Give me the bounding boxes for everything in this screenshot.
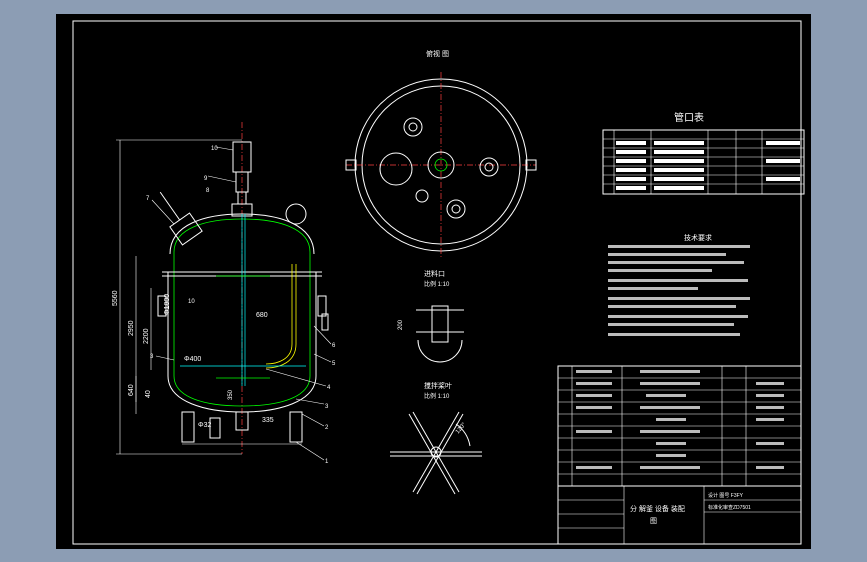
dim-680: 680 — [256, 312, 268, 319]
dim-32: Φ32 — [198, 422, 211, 429]
detail-impeller: 搅拌桨叶 比例 1:10 120° — [390, 381, 482, 495]
dim-dia-400: Φ400 — [184, 356, 201, 363]
bottom-head — [173, 375, 311, 407]
dim-shell-height: 2950 — [128, 320, 135, 336]
coil-pipe-2 — [265, 264, 297, 369]
tech-req-title: 技术要求 — [684, 233, 712, 242]
drawing-border — [72, 20, 802, 545]
manhole — [159, 191, 203, 246]
nozzle-table: 管口表 — [602, 111, 805, 195]
top-view-shaft-seal — [434, 158, 448, 172]
top-view-nozzle-c — [446, 199, 466, 219]
detail-a-title: 进料口 — [424, 269, 445, 278]
top-view-nozzle-d — [415, 189, 429, 203]
callout-3b: 3 — [150, 354, 154, 360]
dim-bottom: 640 — [128, 384, 135, 396]
drawing-subtitle: 图 — [650, 517, 657, 525]
nozzle-left — [157, 295, 167, 317]
callout-7: 7 — [146, 196, 150, 202]
detail-a-scale: 比例 1:10 — [424, 280, 450, 288]
drawing-title: 分 解釜 设备 装配 — [630, 504, 685, 513]
detail-b-scale: 比例 1:10 — [424, 392, 450, 400]
nozzle-top-right — [285, 203, 307, 225]
top-view-center-nozzle — [427, 151, 455, 179]
top-view-label: 俯视 图 — [426, 49, 449, 58]
callout-2: 2 — [325, 425, 329, 431]
detail-a-pipe — [431, 305, 449, 343]
dim-1800: Φ1800 — [164, 294, 171, 315]
callout-5: 5 — [332, 361, 336, 367]
nozzle-table-title: 管口表 — [674, 111, 704, 124]
nozzle-table-frame — [602, 129, 805, 195]
title-block-frame — [557, 485, 802, 545]
callout-6: 6 — [332, 343, 336, 349]
coil-pipe — [265, 264, 293, 365]
support-leg-right — [289, 411, 303, 443]
dim-335: 335 — [262, 417, 274, 424]
vessel-elevation: 5560 2950 2200 640 40 Φ400 680 Φ1800 Φ32… — [112, 122, 336, 465]
top-view-nozzle-a — [403, 117, 423, 137]
callout-4: 4 — [327, 385, 331, 391]
title-block: 分 解釜 设备 装配 图 设计 图号 F3FY 标准化审查ZD7501 — [557, 485, 802, 545]
dim-200: 200 — [398, 319, 404, 330]
dim-120-deg: 120° — [455, 421, 468, 435]
callout-10: 10 — [211, 146, 218, 152]
dim-overall-height: 5560 — [112, 290, 119, 306]
callout-8: 8 — [206, 188, 210, 194]
title-row-1: 设计 图号 F3FY — [708, 492, 744, 499]
detail-a-head — [417, 339, 463, 363]
dim-40: 40 — [145, 390, 152, 398]
bottom-outlet — [235, 411, 249, 431]
callout-10b: 10 — [188, 299, 195, 305]
title-row-2: 标准化审查ZD7501 — [708, 504, 751, 511]
dim-jacket-height: 2200 — [143, 328, 150, 344]
callout-3: 3 — [325, 404, 329, 410]
detail-b-title: 搅拌桨叶 — [424, 381, 452, 390]
top-view-manhole — [379, 152, 413, 186]
support-leg-left — [181, 411, 195, 443]
parts-list — [557, 365, 802, 487]
support-leg-mid — [209, 417, 221, 439]
callout-9: 9 — [204, 176, 208, 182]
nozzle-right-2 — [321, 313, 329, 331]
top-view-lug-right — [525, 159, 537, 171]
top-view-lug-left — [345, 159, 357, 171]
callout-1: 1 — [325, 459, 329, 465]
top-view-nozzle-b — [479, 157, 499, 177]
technical-requirements: 技术要求 — [608, 233, 750, 336]
drawing-canvas[interactable]: 5560 2950 2200 640 40 Φ400 680 Φ1800 Φ32… — [56, 14, 811, 549]
top-view: 俯视 图 — [345, 49, 537, 258]
dim-350: 350 — [228, 389, 234, 400]
nozzle-right — [317, 295, 327, 317]
detail-feed-inlet: 进料口 比例 1:10 200 — [398, 269, 464, 363]
assembly-drawing: 5560 2950 2200 640 40 Φ400 680 Φ1800 Φ32… — [72, 20, 805, 545]
